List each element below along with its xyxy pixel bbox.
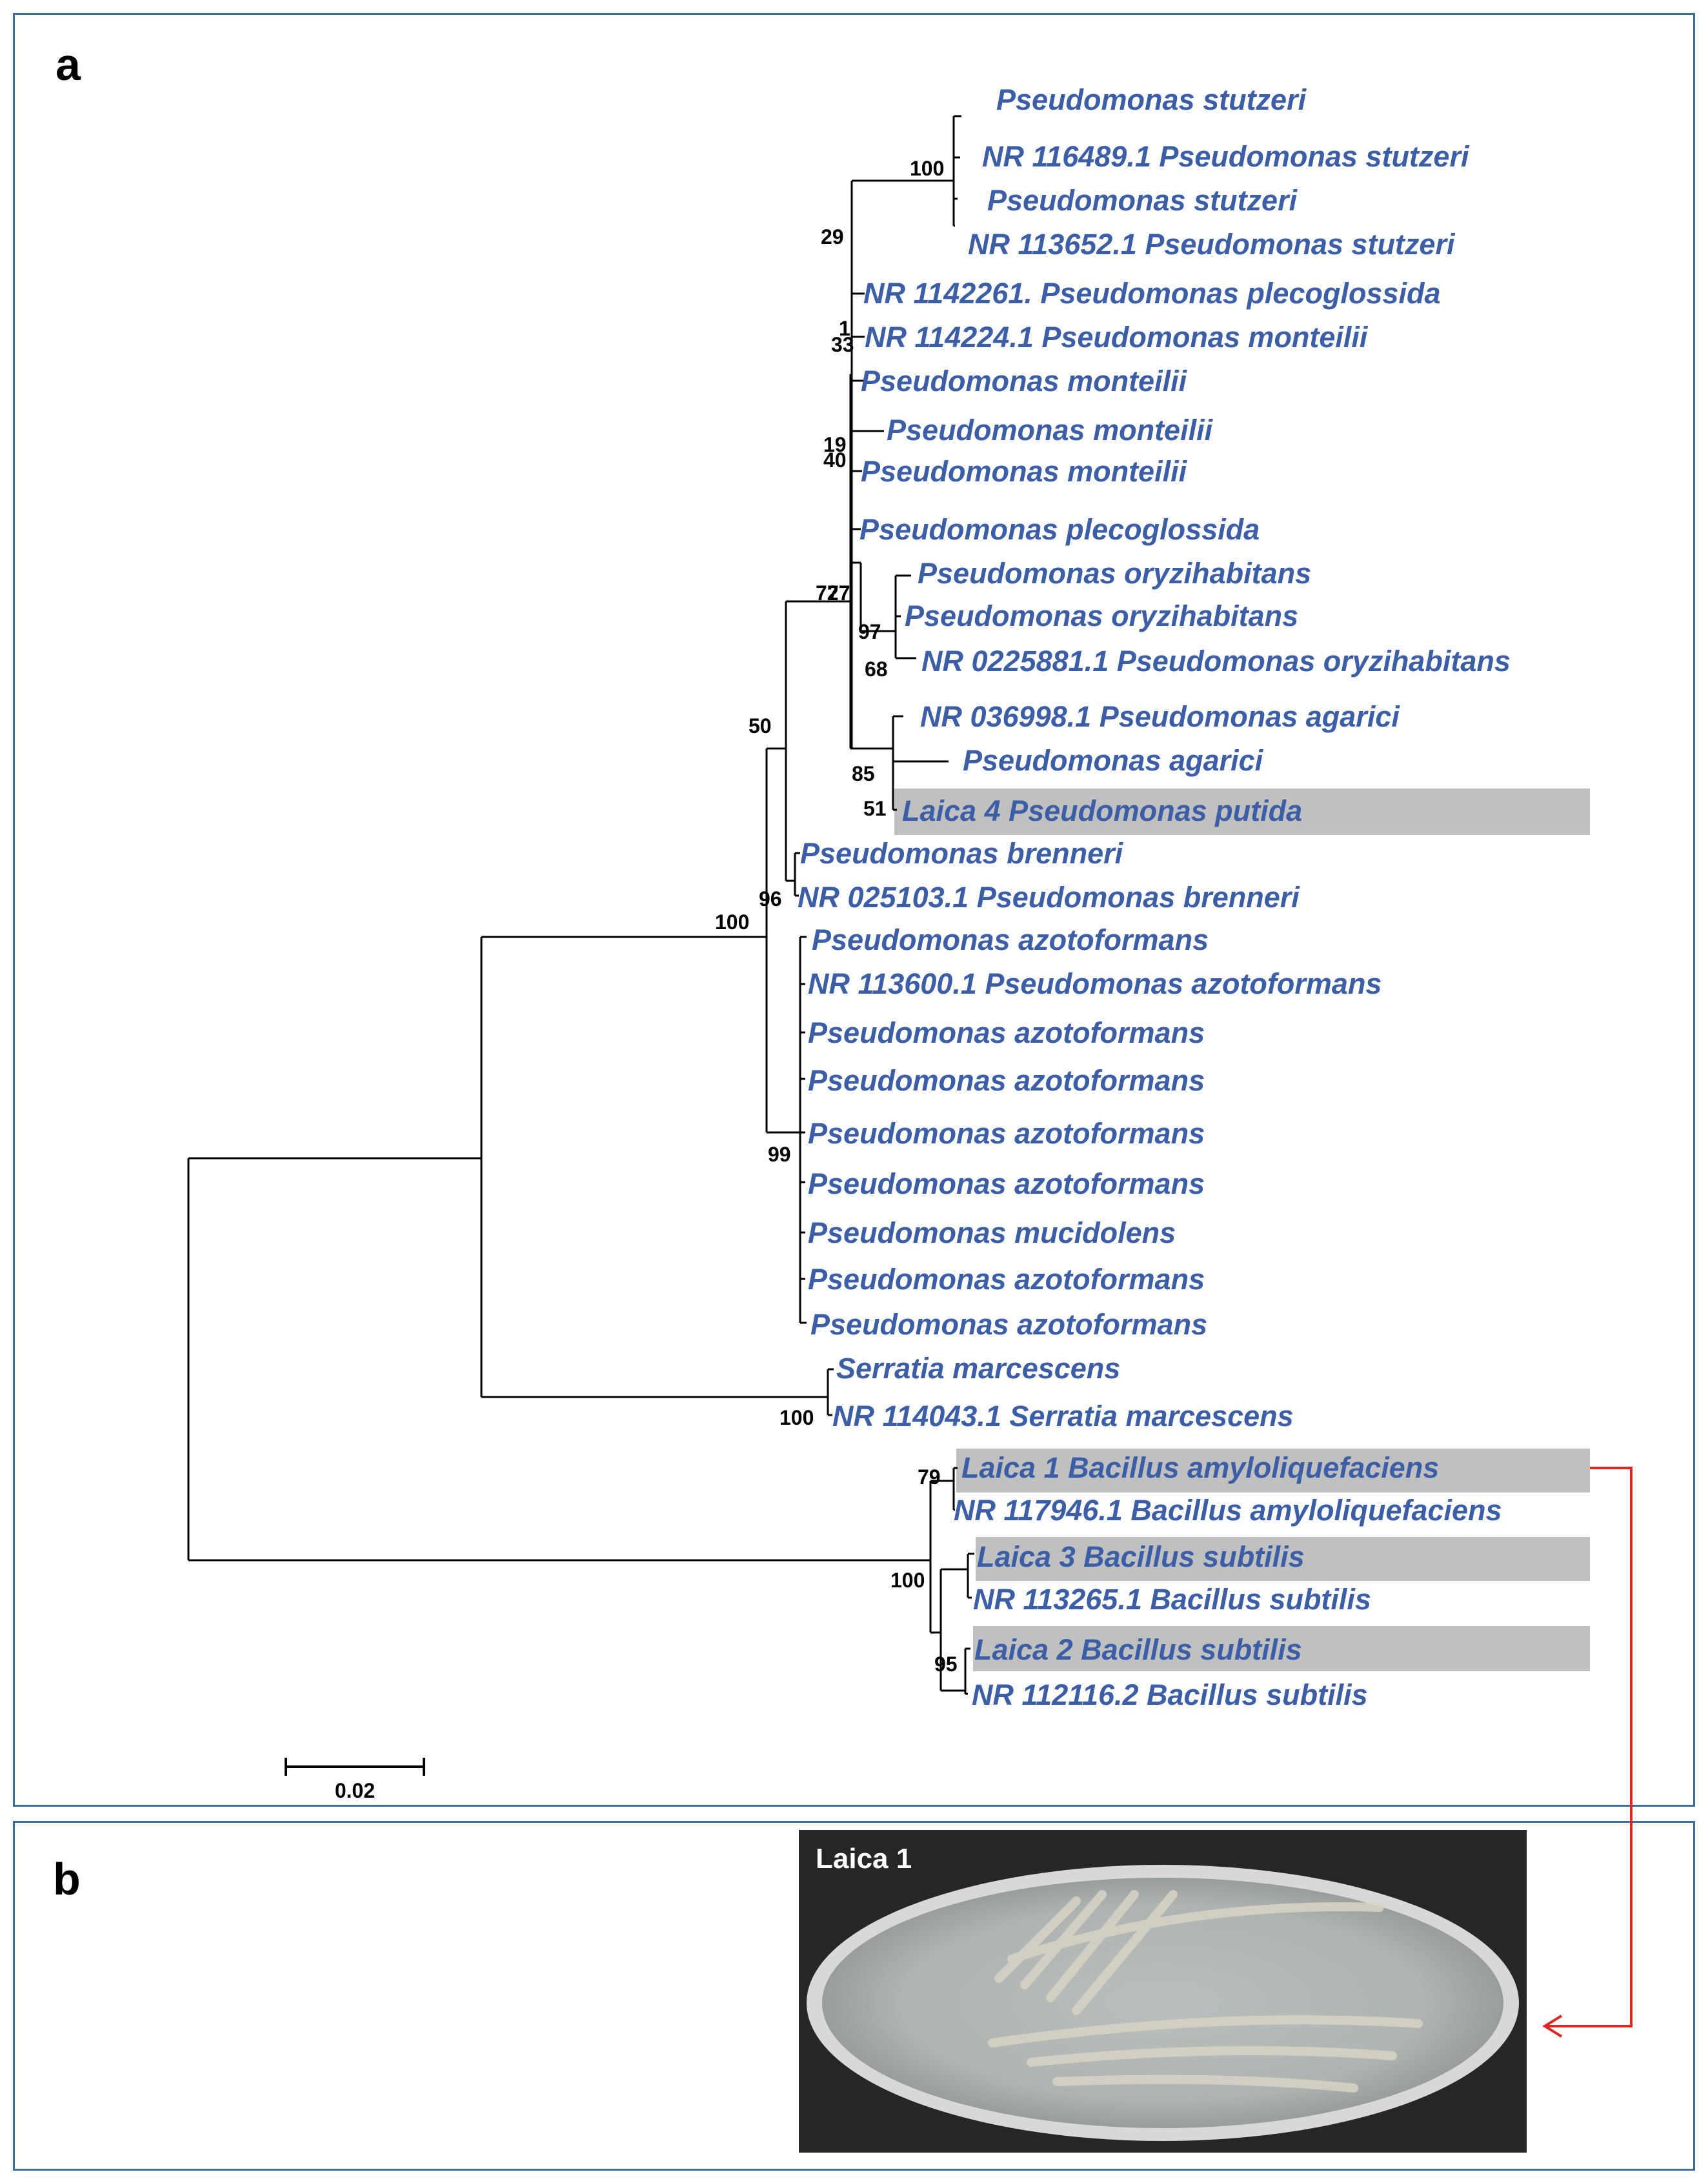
bootstrap-value: 95 bbox=[934, 1653, 958, 1676]
taxon-label: Pseudomonas stutzeri bbox=[987, 184, 1298, 217]
branch-bacillus bbox=[929, 1480, 954, 1634]
taxon-label: NR 113265.1 Bacillus subtilis bbox=[973, 1583, 1371, 1616]
taxon-label: NR 0225881.1 Pseudomonas oryzihabitans bbox=[921, 645, 1511, 678]
taxon-label: NR 114224.1 Pseudomonas monteilii bbox=[865, 321, 1369, 354]
taxon-label: Pseudomonas azotoformans bbox=[812, 923, 1209, 956]
petri-dish-drawing bbox=[799, 1830, 1527, 2153]
bootstrap-value: 97 bbox=[858, 620, 881, 643]
highlight-laica1 bbox=[956, 1449, 1590, 1493]
taxon-label: Pseudomonas azotoformans bbox=[808, 1016, 1205, 1049]
taxon-label: Laica 4 Pseudomonas putida bbox=[902, 794, 1302, 827]
branch-bacillus-79 bbox=[952, 1467, 958, 1511]
scale-bar-label: 0.02 bbox=[335, 1779, 375, 1802]
taxon-label: Pseudomonas oryzihabitans bbox=[918, 557, 1311, 590]
bootstrap-value: 72 bbox=[816, 581, 839, 605]
taxon-label: Pseudomonas brenneri bbox=[800, 837, 1124, 870]
scale-bar: 0.02 bbox=[285, 1758, 425, 1802]
branch-node-50 bbox=[785, 600, 850, 882]
taxon-label: NR 116489.1 Pseudomonas stutzeri bbox=[982, 140, 1470, 173]
taxon-label: Serratia marcescens bbox=[836, 1352, 1120, 1385]
taxon-label: NR 112116.2 Bacillus subtilis bbox=[972, 1678, 1368, 1711]
bootstrap-value: 19 bbox=[823, 433, 847, 456]
taxon-label: Pseudomonas monteilii bbox=[861, 365, 1188, 397]
bootstrap-value: 51 bbox=[863, 797, 887, 820]
branch-agarici bbox=[850, 645, 949, 811]
tree-branches bbox=[187, 115, 974, 1695]
taxon-labels: Pseudomonas stutzeri NR 116489.1 Pseudomo… bbox=[798, 83, 1511, 1711]
highlight-laica2 bbox=[973, 1626, 1590, 1671]
branch-serratia bbox=[827, 1368, 834, 1416]
highlight-laica4 bbox=[894, 789, 1590, 835]
taxon-label: Laica 2 Bacillus subtilis bbox=[974, 1633, 1302, 1666]
taxon-label: Pseudomonas azotoformans bbox=[810, 1308, 1207, 1341]
bootstrap-value: 33 bbox=[831, 333, 854, 356]
taxon-label: NR 113652.1 Pseudomonas stutzeri bbox=[968, 228, 1456, 261]
taxon-label: Pseudomonas monteilii bbox=[887, 414, 1214, 447]
bootstrap-value: 100 bbox=[715, 910, 749, 934]
panel-b-frame bbox=[13, 1821, 1695, 2171]
panel-b-letter: b bbox=[53, 1854, 81, 1904]
bootstrap-value: 40 bbox=[823, 448, 847, 472]
bootstrap-value: 50 bbox=[749, 714, 772, 738]
taxon-label: NR 036998.1 Pseudomonas agarici bbox=[920, 700, 1400, 733]
connector-arrow bbox=[1542, 1467, 1633, 2038]
taxon-label: Pseudomonas monteilii bbox=[861, 455, 1188, 488]
bootstrap-value: 68 bbox=[865, 658, 888, 681]
branch-stutzeri-b bbox=[952, 115, 961, 227]
taxon-label: Pseudomonas azotoformans bbox=[808, 1117, 1205, 1150]
bootstrap-value: 1 bbox=[839, 317, 850, 340]
photo-label: Laica 1 bbox=[816, 1843, 912, 1874]
highlight-laica3 bbox=[976, 1537, 1590, 1581]
branch-subtilis2 bbox=[941, 1647, 970, 1695]
taxon-label: Pseudomonas agarici bbox=[963, 744, 1264, 777]
bootstrap-value: 96 bbox=[759, 887, 782, 910]
panel-a-letter: a bbox=[55, 39, 81, 90]
bootstrap-value: 29 bbox=[821, 225, 844, 248]
bootstrap-value: 100 bbox=[779, 1406, 814, 1429]
taxon-label: Pseudomonas azotoformans bbox=[808, 1263, 1205, 1296]
taxon-label: Pseudomonas azotoformans bbox=[808, 1167, 1205, 1200]
taxon-label: Laica 1 Bacillus amyloliquefaciens bbox=[961, 1451, 1439, 1484]
taxon-label: Laica 3 Bacillus subtilis bbox=[977, 1540, 1305, 1573]
bootstrap-value: 77 bbox=[827, 581, 850, 605]
branch-pseudo-100 bbox=[765, 747, 800, 1134]
panel-a-frame bbox=[13, 13, 1695, 1807]
branch-stutzeri-a bbox=[850, 179, 954, 645]
bootstrap-value: 100 bbox=[910, 157, 944, 180]
bootstrap-value: 79 bbox=[918, 1465, 941, 1489]
taxon-label: NR 025103.1 Pseudomonas brenneri bbox=[798, 881, 1300, 914]
taxon-label: NR 1142261. Pseudomonas plecoglossida bbox=[863, 277, 1441, 310]
branch-bacillus-100 bbox=[939, 1568, 968, 1691]
branch-subtilis3 bbox=[967, 1553, 974, 1599]
bootstrap-value: 85 bbox=[852, 762, 875, 785]
taxon-label: Pseudomonas oryzihabitans bbox=[905, 599, 1298, 632]
branch-oryzi bbox=[852, 561, 916, 659]
petri-dish-photo: Laica 1 bbox=[799, 1830, 1527, 2153]
bootstrap-value: 99 bbox=[768, 1143, 791, 1166]
highlight-boxes bbox=[894, 789, 1590, 1671]
branch-pseudo-serratia bbox=[480, 936, 828, 1398]
branch-azoto bbox=[799, 936, 807, 1324]
branch-monteilii bbox=[852, 292, 884, 530]
taxon-label: Pseudomonas plecoglossida bbox=[859, 513, 1260, 546]
taxon-label: NR 114043.1 Serratia marcescens bbox=[832, 1400, 1294, 1432]
branch-root bbox=[187, 1157, 930, 1562]
taxon-label: NR 117946.1 Bacillus amyloliquefaciens bbox=[954, 1494, 1502, 1527]
taxon-label: Pseudomonas azotoformans bbox=[808, 1064, 1205, 1097]
taxon-label: NR 113600.1 Pseudomonas azotoformans bbox=[808, 967, 1381, 1000]
bootstrap-value: 100 bbox=[890, 1569, 925, 1592]
branch-brenneri bbox=[794, 852, 800, 897]
taxon-label: Pseudomonas stutzeri bbox=[996, 83, 1307, 116]
taxon-label: Pseudomonas mucidolens bbox=[808, 1216, 1176, 1249]
